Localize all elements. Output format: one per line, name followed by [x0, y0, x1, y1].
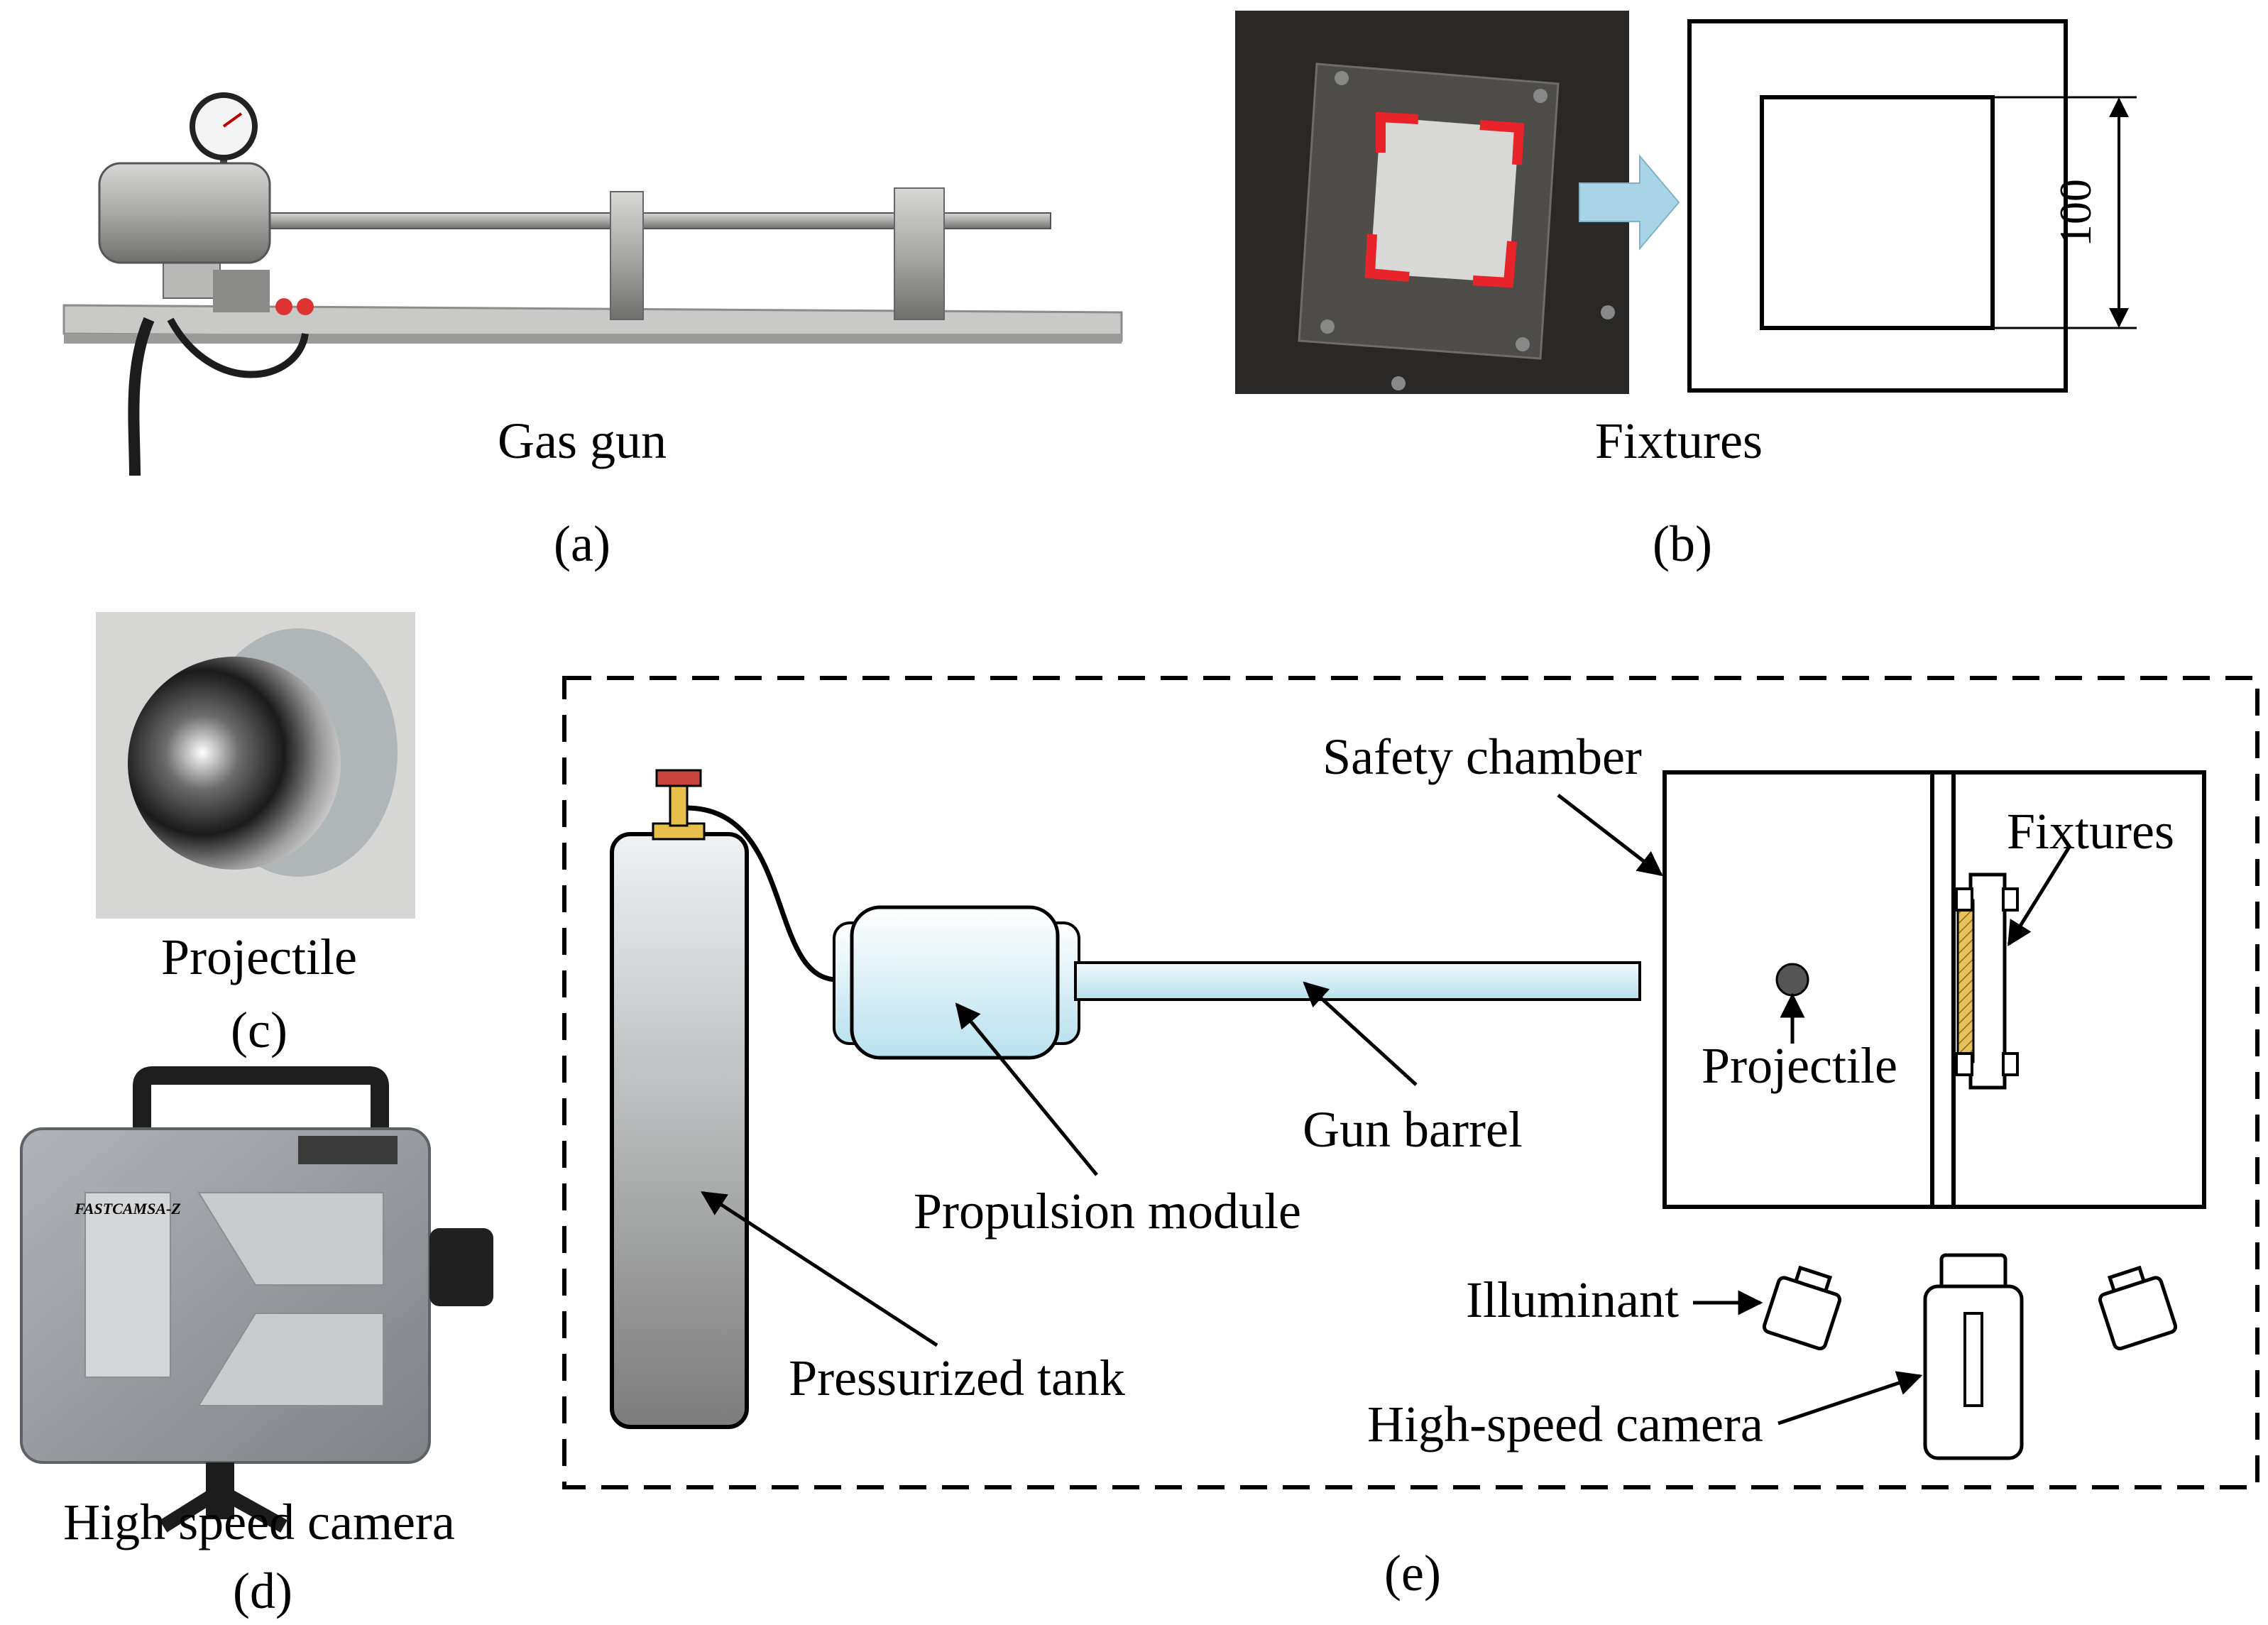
panel-d-tag: (d): [233, 1563, 292, 1619]
panel-b-tag: (b): [1653, 515, 1712, 572]
panel-e-tag: (e): [1384, 1545, 1441, 1602]
gun-barrel: [1074, 961, 1641, 1001]
fixture-schematic: 100: [1687, 19, 2137, 393]
label-pressurized-tank: Pressurized tank: [789, 1350, 1125, 1406]
illuminant-right: [2098, 1265, 2178, 1351]
label-gun-barrel: Gun barrel: [1303, 1101, 1523, 1158]
transition-arrow-icon: [1579, 154, 1680, 251]
leader-arrows: [701, 794, 2071, 1426]
panel-c: Projectile (c): [96, 612, 415, 1058]
label-projectile: Projectile: [1702, 1037, 1897, 1094]
panel-b-caption: Fixtures: [1595, 412, 1763, 469]
panel-a: Gas gun (a): [62, 92, 1123, 572]
propulsion-module-arrow: [955, 1002, 1098, 1176]
panel-a-tag: (a): [554, 515, 610, 572]
illuminant-left: [1762, 1265, 1842, 1351]
camera-brand-label: FASTCAMSA-Z: [74, 1200, 181, 1218]
fixture-dimension-label: 100: [2050, 179, 2100, 247]
label-fixtures: Fixtures: [2007, 803, 2174, 860]
fixture-assembly: [1955, 872, 2019, 1090]
label-safety-chamber: Safety chamber: [1322, 728, 1642, 785]
fixtures-arrow: [2007, 846, 2071, 946]
panel-c-caption: Projectile: [161, 929, 357, 985]
high-speed-camera-arrow: [1777, 1371, 1923, 1426]
panel-a-caption: Gas gun: [498, 412, 667, 469]
propulsion-module: [833, 905, 1080, 1060]
projectile-dot: [1775, 963, 1809, 997]
gas-hose: [686, 805, 838, 983]
fixture-photo: [1235, 11, 1629, 394]
label-illuminant: Illuminant: [1466, 1271, 1679, 1328]
panel-d-caption: High speed camera: [63, 1494, 455, 1550]
gun-barrel-arrow: [1303, 981, 1418, 1086]
panel-b: 100 Fixtures (b): [1235, 11, 2137, 572]
panel-c-tag: (c): [231, 1002, 287, 1058]
pressurized-tank: [610, 769, 749, 1429]
high-speed-camera-icon: [1923, 1253, 2024, 1460]
label-high-speed-camera: High-speed camera: [1367, 1396, 1763, 1452]
high-speed-camera-photo: FASTCAMSA-Z: [20, 1066, 493, 1533]
panel-e-dashed-border: [562, 676, 2259, 1489]
projectile-photo: [96, 612, 415, 919]
safety-chamber-arrow: [1557, 794, 1663, 877]
pressurized-tank-arrow: [701, 1191, 938, 1347]
safety-chamber: [1662, 770, 2206, 1209]
panel-e: Safety chamber Fixtures Projectile Gun b…: [562, 676, 2259, 1602]
panel-d: FASTCAMSA-Z High speed camera (d): [20, 1066, 493, 1619]
gas-gun-photo: [62, 92, 1123, 476]
label-propulsion-module: Propulsion module: [914, 1183, 1301, 1240]
